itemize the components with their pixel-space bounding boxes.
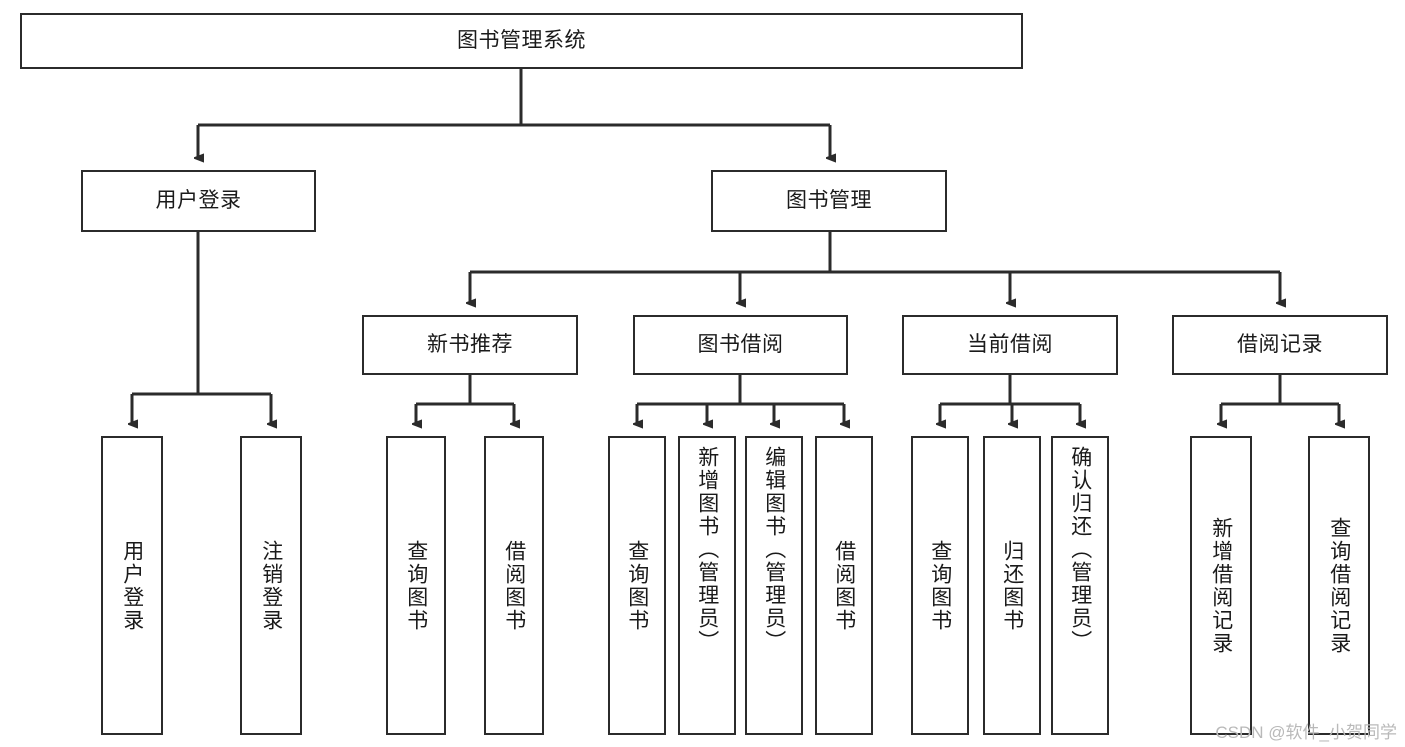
node-leaf-return-book[interactable]: 归还图书 (983, 436, 1041, 735)
node-label: 查询借阅记录 (1327, 516, 1351, 655)
node-leaf-user-login[interactable]: 用户登录 (101, 436, 163, 735)
node-current-borrow[interactable]: 当前借阅 (902, 315, 1118, 375)
node-label: 当前借阅 (967, 333, 1053, 357)
node-leaf-query-book-borrow[interactable]: 查询图书 (608, 436, 666, 735)
node-label: 注销登录 (259, 539, 283, 632)
node-book-management[interactable]: 图书管理 (711, 170, 947, 232)
node-label: 归还图书 (1000, 539, 1024, 632)
node-leaf-logout[interactable]: 注销登录 (240, 436, 302, 735)
node-label: 用户登录 (155, 189, 242, 213)
node-root-book-management-system[interactable]: 图书管理系统 (20, 13, 1023, 69)
node-label: 编辑图书（管理员） (762, 446, 786, 653)
node-label: 借阅记录 (1237, 333, 1323, 357)
node-leaf-borrow-book[interactable]: 借阅图书 (815, 436, 873, 735)
node-borrow-records[interactable]: 借阅记录 (1172, 315, 1388, 375)
node-label: 图书管理系统 (457, 29, 586, 53)
node-leaf-borrow-book-new[interactable]: 借阅图书 (484, 436, 544, 735)
node-leaf-add-book-admin[interactable]: 新增图书（管理员） (678, 436, 736, 735)
node-label: 新书推荐 (427, 333, 513, 357)
node-label: 查询图书 (928, 539, 952, 632)
node-leaf-query-borrow-record[interactable]: 查询借阅记录 (1308, 436, 1370, 735)
node-leaf-query-book-current[interactable]: 查询图书 (911, 436, 969, 735)
node-book-borrow[interactable]: 图书借阅 (633, 315, 848, 375)
node-label: 图书借阅 (697, 333, 784, 357)
node-user-login[interactable]: 用户登录 (81, 170, 316, 232)
node-label: 查询图书 (404, 539, 428, 632)
node-leaf-edit-book-admin[interactable]: 编辑图书（管理员） (745, 436, 803, 735)
node-label: 新增借阅记录 (1209, 516, 1233, 655)
node-leaf-confirm-return-admin[interactable]: 确认归还（管理员） (1051, 436, 1109, 735)
node-label: 借阅图书 (502, 539, 526, 632)
node-label: 新增图书（管理员） (695, 446, 719, 653)
node-label: 查询图书 (625, 539, 649, 632)
node-leaf-add-borrow-record[interactable]: 新增借阅记录 (1190, 436, 1252, 735)
node-new-book-recommend[interactable]: 新书推荐 (362, 315, 578, 375)
node-label: 确认归还（管理员） (1068, 446, 1092, 653)
node-label: 图书管理 (786, 189, 872, 213)
node-label: 借阅图书 (832, 539, 856, 632)
node-leaf-query-book-new[interactable]: 查询图书 (386, 436, 446, 735)
csdn-watermark: CSDN @软件_小贺同学 (1215, 723, 1397, 742)
node-label: 用户登录 (120, 539, 144, 632)
